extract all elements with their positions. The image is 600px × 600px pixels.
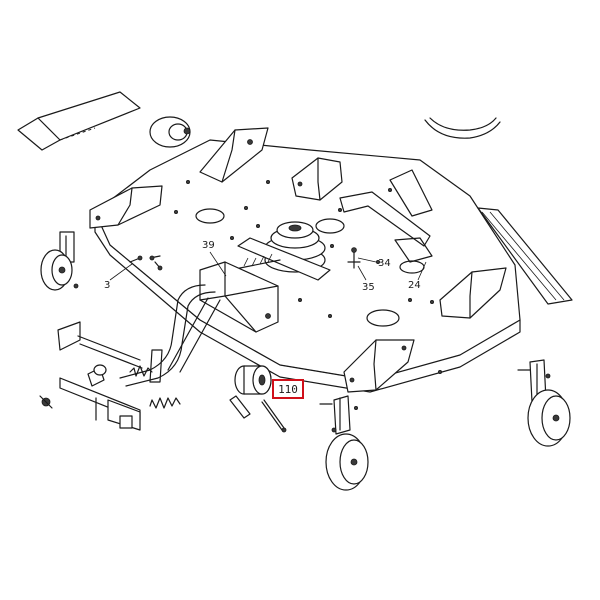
callout-34: 34: [378, 258, 391, 269]
caster-wheel-bottom-center: [319, 395, 369, 491]
bracket-right: [439, 267, 507, 319]
roller-pin: [229, 395, 287, 433]
side-plates: [389, 169, 573, 305]
callout-39: 39: [202, 240, 215, 251]
push-frame: [119, 284, 221, 387]
caster-wheel-right: [517, 359, 571, 447]
callout-35: 35: [362, 282, 375, 293]
bolt-34-35: [347, 247, 361, 269]
rear-wheel-top: [149, 116, 191, 148]
deck-bolts: [173, 179, 442, 410]
springs: [129, 349, 181, 409]
callout-110: 110: [278, 383, 298, 396]
bracket-right-bar: [339, 191, 433, 263]
hitch-assembly: [39, 321, 143, 431]
callout-24: 24: [408, 280, 421, 291]
frame-fragment-top-right: [424, 117, 501, 139]
highlight-box: [272, 379, 304, 399]
leader-lines: [109, 251, 427, 281]
pulley-assembly: [237, 221, 331, 281]
hanger-bolts: [129, 255, 163, 271]
callout-110-highlight: 110: [272, 379, 304, 399]
frame-fragment-top-left: [17, 91, 141, 151]
bracket-center-top: [291, 157, 343, 201]
part-110-roller: [234, 365, 272, 395]
deck-holes: [195, 208, 425, 327]
bracket-bottom: [343, 339, 415, 393]
bracket-top-left: [199, 127, 269, 183]
lift-bracket: [199, 261, 279, 333]
caster-wheel-front-left: [40, 231, 79, 291]
callout-3: 3: [104, 280, 110, 291]
bracket-left: [89, 185, 163, 229]
